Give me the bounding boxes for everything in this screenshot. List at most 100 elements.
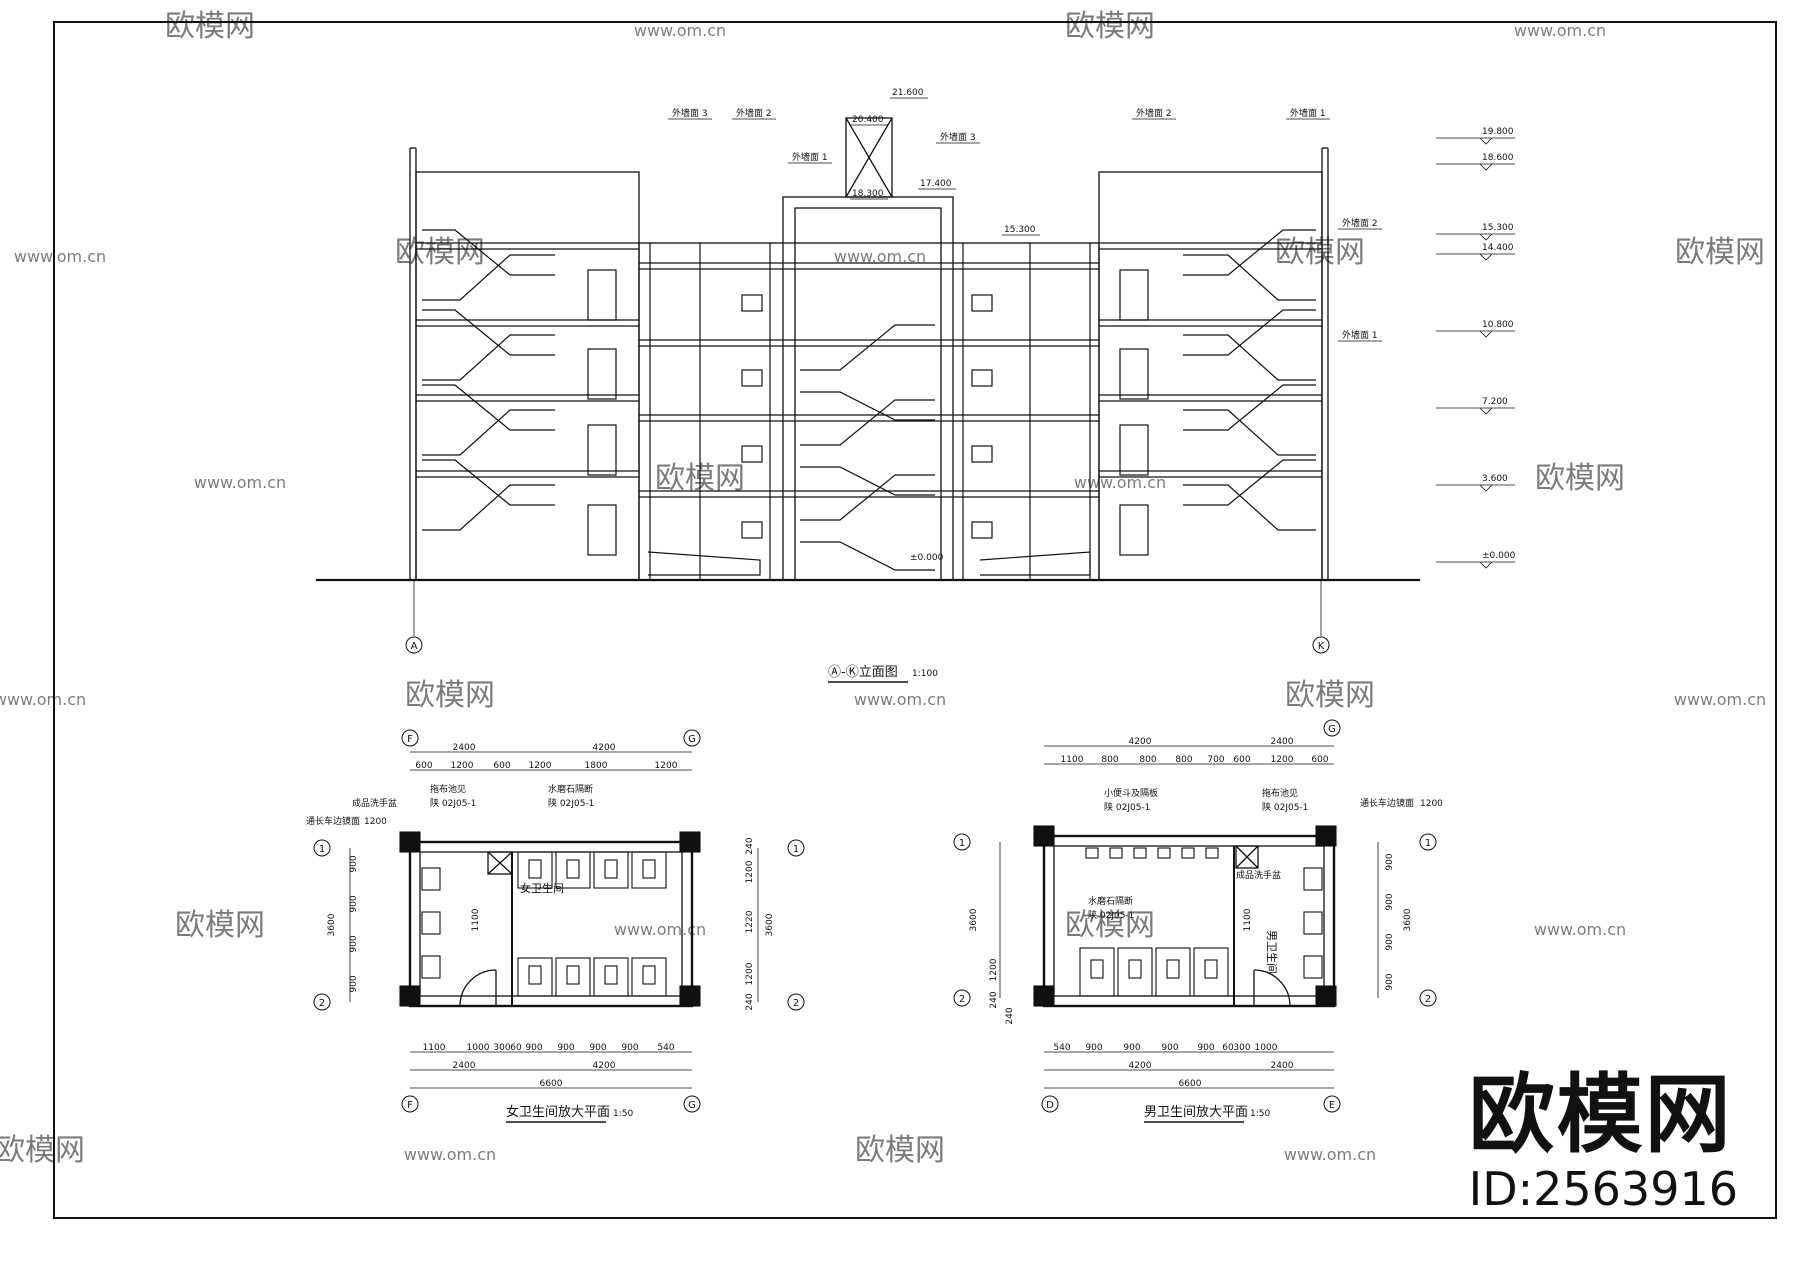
watermark-text: 欧模网 [1675,235,1765,270]
sheet-frame [53,21,1777,1219]
toilet-stall [593,851,629,889]
level-label: 7.200 [1482,397,1508,407]
axis-bubble-2-right [787,993,805,1011]
axis-bubble-2-right [1419,989,1437,1007]
note-label: 陕 02J05-1 [1262,801,1308,813]
brand-logo: 欧模网 [1468,1065,1733,1165]
level-marker [1479,330,1493,338]
structural-column [679,831,701,853]
dim-text: 1100 [1061,755,1084,765]
dim-text: 1200 [745,962,755,985]
dim-text: 1200 [1271,755,1294,765]
female-outer-wall [408,840,694,1008]
dim-text: 4200 [1129,737,1152,747]
dim-text: 3600 [765,913,775,936]
grid-bubble-d-bottom-text: D [1046,1100,1054,1111]
watermark-text: www.om.cn [614,920,706,939]
dim-text: 800 [1175,755,1192,765]
wall-finish-label: 外墙面 1 [1342,329,1378,341]
wing-window [1119,424,1149,476]
toilet-stall [555,851,591,889]
dim-text: 900 [1161,1043,1178,1053]
left-wing-stair [422,384,555,431]
toilet-stall [517,957,553,997]
male-plan-title: 男卫生间放大平面 [1144,1105,1248,1120]
dim-text: 1100 [423,1043,446,1053]
axis-bubble-1-right-text: 1 [1425,838,1431,849]
elevation-drawing [316,117,1420,582]
dim-text: 1800 [585,761,608,771]
dim-text: 600 [1311,755,1328,765]
watermark-text: 欧模网 [175,908,265,943]
dim-text: 300 [493,1043,510,1053]
wall-finish-label: 外墙面 3 [940,131,976,143]
left-wing-stair [422,309,555,356]
watermark-text: 欧模网 [1275,235,1365,270]
wall-finish-label: 外墙面 2 [736,107,772,119]
grid-bubble-a [405,636,423,654]
left-wing-stair [422,409,555,456]
center-window [971,521,993,539]
center-window [741,445,763,463]
watermark-text: 欧模网 [1535,461,1625,496]
grid-bubble-g-top-text: G [688,734,696,745]
tower-stair [800,541,935,571]
dim-text: 600 [493,761,510,771]
dim-text: 3600 [969,908,979,931]
grid-bubble-g-bottom-text: G [688,1100,696,1111]
axis-bubble-1-right [1419,833,1437,851]
wing-window [587,504,617,556]
center-window [971,445,993,463]
right-wing-stair [1183,409,1316,456]
axis-bubble-1-right [787,839,805,857]
right-wing-stair [1183,334,1316,381]
center-window [741,369,763,387]
toilet-fixture [1128,959,1142,979]
dim-text: 600 [1233,755,1250,765]
watermark-text: 欧模网 [0,1133,85,1168]
dim-text: 600 [415,761,432,771]
note-label: 水磨石隔断 [1088,895,1133,907]
male-plan-scale: 1:50 [1250,1109,1270,1119]
note-label: 小便斗及隔板 [1104,787,1158,799]
wall-finish-label: 外墙面 1 [792,151,828,163]
grid-bubble-f-bottom-text: F [407,1100,413,1111]
right-wing [1098,171,1323,581]
level-label: 10.800 [1482,320,1514,330]
tower-stair [800,324,935,371]
dim-text: 900 [349,895,359,912]
watermark-text: www.om.cn [854,690,946,709]
wing-window [1119,504,1149,556]
dim-text: 2400 [1271,1061,1294,1071]
toilet-fixture [604,859,618,879]
grid-bubble-d-bottom [1041,1095,1059,1113]
watermark-text: 欧模网 [1065,9,1155,44]
dim-text: 6600 [540,1079,563,1089]
female-plan-scale: 1:50 [613,1109,633,1119]
structural-column [679,985,701,1007]
structural-column [1315,985,1337,1007]
tower-stair [800,474,935,521]
axis-bubble-1-text: 1 [959,838,965,849]
toilet-stall [517,851,553,889]
center-window [971,294,993,312]
level-label: ±0.000 [1482,551,1516,561]
elevation-title: Ⓐ-Ⓚ立面图 [828,665,898,680]
axis-bubble-2 [313,993,331,1011]
wash-basin [1303,955,1323,979]
urinal [1205,847,1219,859]
dim-text: 2400 [453,1061,476,1071]
watermark-text: www.om.cn [1074,473,1166,492]
female-door-swing [459,969,497,1007]
wing-window [587,348,617,400]
toilet-fixture [566,965,580,985]
level-label: 3.600 [1482,474,1508,484]
dim-text: 900 [1085,1043,1102,1053]
grid-bubble-g-top [1323,719,1341,737]
watermark-text: www.om.cn [0,690,86,709]
female-plan-title: 女卫生间放大平面 [506,1104,610,1120]
grid-bubble-a-text: A [411,641,418,652]
dim-text: 700 [1207,755,1224,765]
dim-text: 4200 [593,743,616,753]
